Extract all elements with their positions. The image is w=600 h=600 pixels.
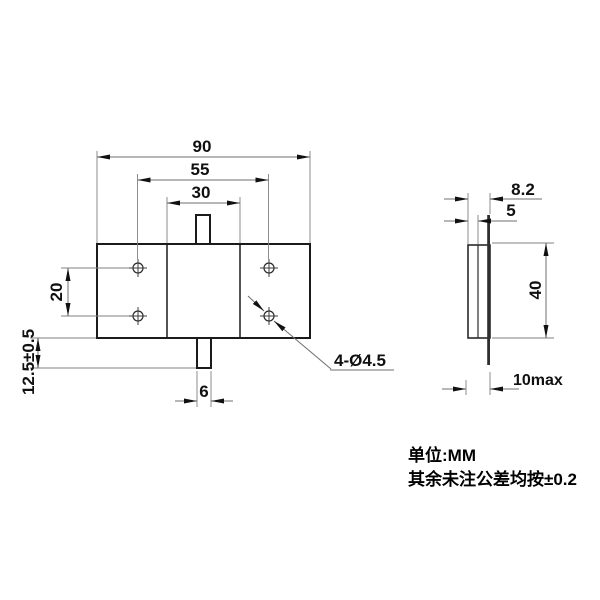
dimension-width-total: 90 xyxy=(96,137,311,243)
mounting-hole-top-left xyxy=(129,259,147,277)
note-tolerance: 其余未注公差均按±0.2 xyxy=(408,469,577,489)
note-units: 单位:MM xyxy=(408,445,476,465)
dimension-tab-protrusion: 12.5±0.5 xyxy=(19,329,196,395)
drawing-notes: 单位:MM 其余未注公差均按±0.2 xyxy=(408,445,577,489)
dimension-overall-thickness: 8.2 xyxy=(444,180,542,244)
front-top-tab xyxy=(195,214,211,244)
dimension-body-height: 40 xyxy=(492,242,554,339)
hole-callout: 4-Ø4.5 xyxy=(247,295,394,371)
dim-40-label: 40 xyxy=(526,281,545,300)
dim-10max-label: 10max xyxy=(513,372,563,389)
front-plate-outline xyxy=(96,243,311,339)
dim-90-label: 90 xyxy=(193,137,212,156)
side-body-outline xyxy=(467,244,491,339)
dim-55-label: 55 xyxy=(191,160,210,179)
dimension-body-thickness: 5 xyxy=(444,201,517,244)
dimension-center-section: 30 xyxy=(166,183,241,243)
side-lead-fin xyxy=(487,215,490,365)
dimension-hole-row-spacing: 20 xyxy=(47,267,129,317)
hole-callout-label: 4-Ø4.5 xyxy=(334,351,386,370)
front-bottom-tab xyxy=(196,338,212,369)
dim-20-label: 20 xyxy=(47,283,66,302)
side-view: 8.2 5 40 10max xyxy=(442,180,563,395)
front-view: 90 55 30 20 12.5±0.5 xyxy=(19,137,394,407)
dim-30-label: 30 xyxy=(192,183,211,202)
dimension-tab-width: 6 xyxy=(175,371,233,407)
dimension-lead-length: 10max xyxy=(442,372,563,395)
dimension-hole-span: 55 xyxy=(137,160,269,259)
mounting-hole-top-right xyxy=(260,259,278,277)
mounting-hole-bottom-right xyxy=(260,307,278,325)
dim-12-5-label: 12.5±0.5 xyxy=(19,329,38,395)
dim-5-label: 5 xyxy=(506,201,515,220)
dim-6-label: 6 xyxy=(199,382,208,401)
dim-8-2-label: 8.2 xyxy=(511,180,535,199)
mounting-hole-bottom-left xyxy=(129,307,147,325)
